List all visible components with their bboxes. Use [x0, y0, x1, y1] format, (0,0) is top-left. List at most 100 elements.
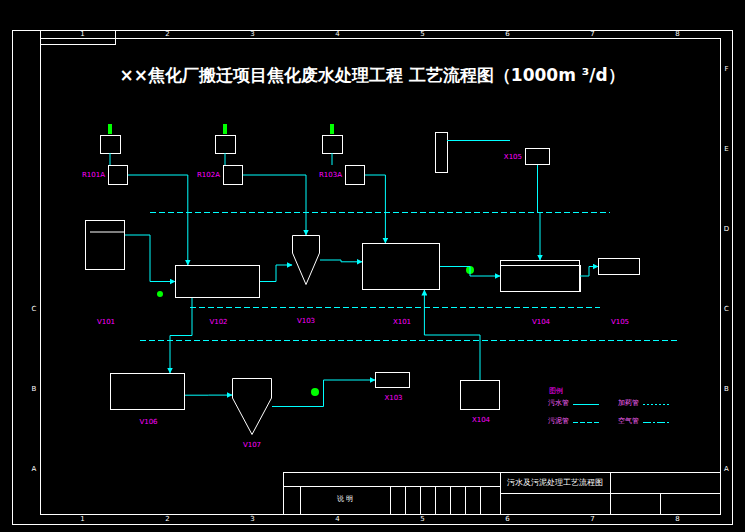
equipment-node: V101: [85, 220, 125, 270]
pipe-connector: [185, 395, 232, 396]
equipment-tag: V104: [532, 319, 550, 327]
drawing-label: F: [724, 66, 728, 74]
pipe: [447, 140, 510, 141]
equipment-tag: X101: [393, 319, 411, 327]
pipe-connector: [538, 165, 541, 260]
pipe-connector: [365, 175, 385, 243]
equipment-tag: V105: [611, 319, 629, 327]
scrubber: [436, 133, 448, 173]
drawing-label: 7: [590, 516, 594, 524]
drawing-label: C: [32, 306, 37, 314]
equipment-tag: X105: [504, 154, 522, 162]
drawing-label: B: [32, 386, 37, 394]
drawing-label: 1: [80, 31, 84, 39]
equipment-tag: X104: [472, 417, 490, 425]
pipe: [110, 153, 332, 165]
pipe-connector: [260, 265, 292, 282]
pipe-connector: [125, 235, 175, 282]
equipment-tag: V103: [297, 318, 315, 326]
stirrer: [223, 124, 227, 134]
diagram-title: ××焦化厂搬迁项目焦化废水处理工程 工艺流程图（1000m ³/d）: [119, 66, 624, 85]
drawing-label: 7: [590, 31, 594, 39]
drawing-label: 8: [675, 31, 679, 39]
equipment-node: V102: [175, 265, 260, 298]
membrane-rack: [501, 266, 581, 292]
inner-frame: [41, 39, 721, 515]
pipe-connector: [243, 175, 306, 235]
drawing-label: 4: [335, 31, 339, 39]
drawing-label: 8: [675, 516, 679, 524]
pipe: [150, 212, 610, 213]
drawing-label: 3: [250, 516, 254, 524]
legend-line: [643, 422, 669, 423]
drawing-label: 2: [165, 516, 169, 524]
legend-line: [643, 404, 669, 405]
cone-shape: [293, 236, 320, 285]
drawing-label: 5: [420, 516, 424, 524]
pump-symbol: [311, 388, 319, 396]
drawing-label: A: [32, 466, 37, 474]
equipment-node: V105: [598, 258, 640, 275]
water-line: [90, 232, 124, 233]
drawing-label: C: [724, 306, 729, 314]
drawing-label: 3: [250, 31, 254, 39]
equipment-node: R103A: [345, 165, 365, 185]
drawing-label: 5: [420, 31, 424, 39]
drawing-label: 2: [165, 31, 169, 39]
stirrer: [330, 124, 334, 134]
drawing-label: E: [724, 146, 728, 154]
equipment-node: X103: [375, 372, 410, 388]
drawing-label: 说 明: [337, 496, 353, 504]
vessel-outline: [292, 235, 320, 285]
outer-frame: [13, 31, 733, 525]
equipment-tag: V101: [97, 319, 115, 327]
equipment-tag: V102: [209, 319, 227, 327]
equipment-node: R101A: [108, 165, 128, 185]
equipment-tag: X103: [384, 395, 402, 403]
pump-symbol: [157, 291, 163, 297]
equipment-node: X105: [525, 148, 550, 165]
equipment-node: V104: [500, 260, 580, 292]
equipment-node: V103: [292, 235, 320, 285]
drawing-label: 4: [335, 516, 339, 524]
title-block-lines: [283, 472, 720, 514]
pipe-connector: [440, 267, 500, 277]
pipe: [190, 307, 600, 308]
equipment-node: V106: [110, 373, 185, 410]
title-block: [284, 473, 721, 515]
pipe-connector: [580, 267, 598, 277]
equipment-node: X104: [460, 380, 500, 410]
legend-line: [573, 404, 599, 405]
drawing-label: 污水及污泥处理工艺流程图: [507, 479, 603, 487]
equipment-tag: V106: [139, 419, 157, 427]
legend-text: 空气管: [618, 418, 639, 426]
drawing-label: 6: [505, 516, 509, 524]
pipe-connector: [128, 175, 188, 265]
drawing-label: D: [724, 226, 729, 234]
pipe-connector: [272, 380, 375, 407]
legend-text: 污水管: [548, 400, 569, 408]
drawing-label: B: [724, 386, 729, 394]
hopper: [101, 136, 121, 154]
legend-text: 加药管: [618, 400, 639, 408]
pipe-connector: [424, 290, 480, 380]
equipment-node: X101: [362, 243, 440, 290]
stirrer: [108, 124, 112, 134]
cone-shape: [233, 379, 272, 435]
hopper: [216, 136, 236, 154]
pipe: [140, 340, 680, 341]
equipment-tag: R103A: [319, 172, 342, 180]
legend-line: [573, 422, 599, 423]
equipment-tag: R102A: [197, 172, 220, 180]
corner-box: [41, 31, 116, 45]
drawing-label: 图例: [549, 388, 563, 396]
equipment-tag: V107: [243, 442, 261, 450]
drawing-label: 1: [80, 516, 84, 524]
vessel-outline: [232, 378, 272, 435]
equipment-node: R102A: [223, 165, 243, 185]
hopper: [323, 136, 343, 154]
equipment-tag: R101A: [82, 172, 105, 180]
pipe-connector: [320, 260, 362, 262]
drawing-label: A: [724, 466, 729, 474]
